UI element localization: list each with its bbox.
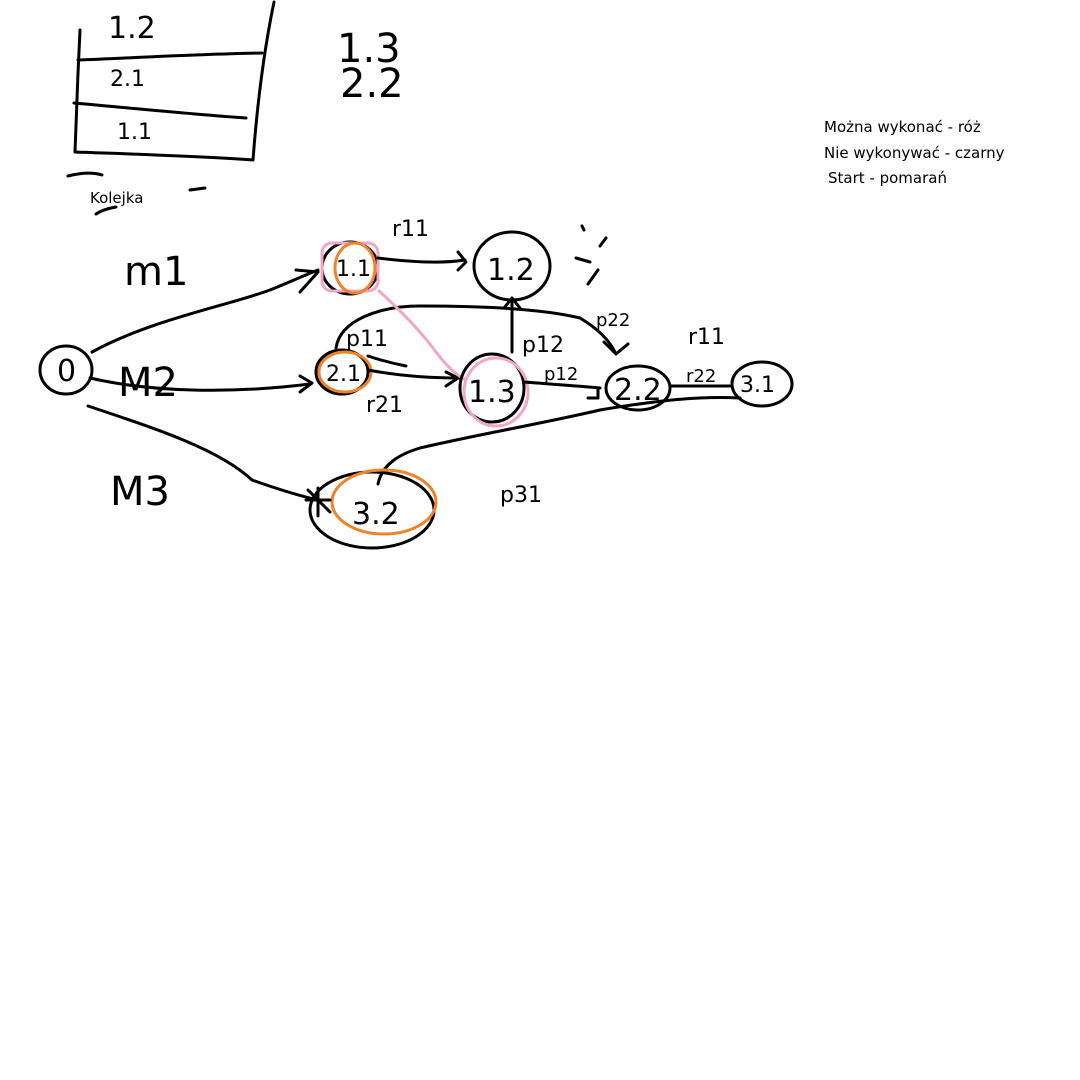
edge-start-to-3-2: [86, 404, 320, 502]
scribble-marks: [574, 224, 608, 286]
queue-row-1: 1.2: [108, 11, 156, 46]
side-list-item-1: 1.3: [337, 26, 401, 72]
node-1-1: 1.1: [320, 240, 380, 296]
edge-2-1-to-1-3: [366, 368, 462, 380]
edge-1-3-to-2-2: [522, 380, 602, 390]
node-start: 0: [38, 344, 94, 396]
arrowhead: [298, 374, 314, 394]
arrowhead: [586, 386, 600, 400]
side-list-item-2: 2.2: [340, 61, 404, 107]
node-3-2-label: 3.2: [352, 497, 400, 532]
edge-stub: [366, 354, 408, 368]
node-2-1-label: 2.1: [326, 362, 361, 387]
orange-highlight: [330, 468, 438, 536]
node-1-3-label: 1.3: [468, 375, 516, 410]
edge-2-1-to-2-2-top: [334, 304, 617, 354]
edge-label-r11: r11: [392, 217, 429, 242]
node-2-1: 2.1: [314, 348, 373, 396]
edge-label-p12-upper: p12: [522, 333, 564, 358]
node-1-2-label: 1.2: [487, 253, 535, 288]
legend-start: Start - pomarań: [828, 169, 947, 187]
edge-start-to-2-1: [88, 376, 312, 392]
node-1-1-label: 1.1: [336, 257, 371, 282]
arrowhead: [444, 370, 460, 388]
node-3-1: 3.1: [730, 360, 794, 408]
machine-label-m3: M3: [110, 469, 170, 515]
node-3-1-label: 3.1: [740, 373, 775, 398]
pink-highlight: [462, 356, 530, 428]
edge-label-p12-lower: p12: [544, 364, 578, 385]
node-1-3: 1.3: [458, 352, 530, 428]
legend-can-execute: Można wykonać - róż: [824, 118, 981, 136]
queue-row-2: 2.1: [110, 67, 145, 92]
star-mark: [304, 486, 332, 518]
legend-do-not-execute: Nie wykonywać - czarny: [824, 144, 1005, 162]
arrowhead: [294, 268, 320, 294]
edge-label-p31: p31: [500, 483, 542, 508]
pink-path: [376, 288, 467, 382]
queue-box: 1.2 2.1 1.1: [66, 0, 276, 216]
arrowhead: [502, 296, 522, 310]
machine-label-m1: m1: [124, 249, 188, 295]
edge-label-r22: r22: [686, 366, 716, 387]
edge-start-to-1-1: [90, 268, 320, 354]
edge-label-p22: p22: [596, 310, 630, 331]
edge-label-p11: p11: [346, 327, 388, 352]
node-1-2: 1.2: [472, 224, 608, 302]
arrowhead: [456, 250, 468, 272]
queue-caption: Kolejka: [90, 189, 144, 207]
side-list: 1.3 2.2: [337, 26, 404, 107]
edge-3-1-to-3-2: [376, 396, 742, 486]
node-start-label: 0: [57, 354, 76, 389]
node-3-2: 3.2: [304, 468, 438, 550]
edge-label-r11-right: r11: [688, 325, 725, 350]
arrowhead: [602, 340, 630, 356]
edge-1-1-to-1-2: [376, 256, 467, 264]
queue-row-3: 1.1: [117, 120, 152, 145]
edge-label-r21: r21: [366, 393, 403, 418]
machine-label-m2: M2: [118, 360, 178, 406]
orange-highlight: [333, 241, 377, 295]
